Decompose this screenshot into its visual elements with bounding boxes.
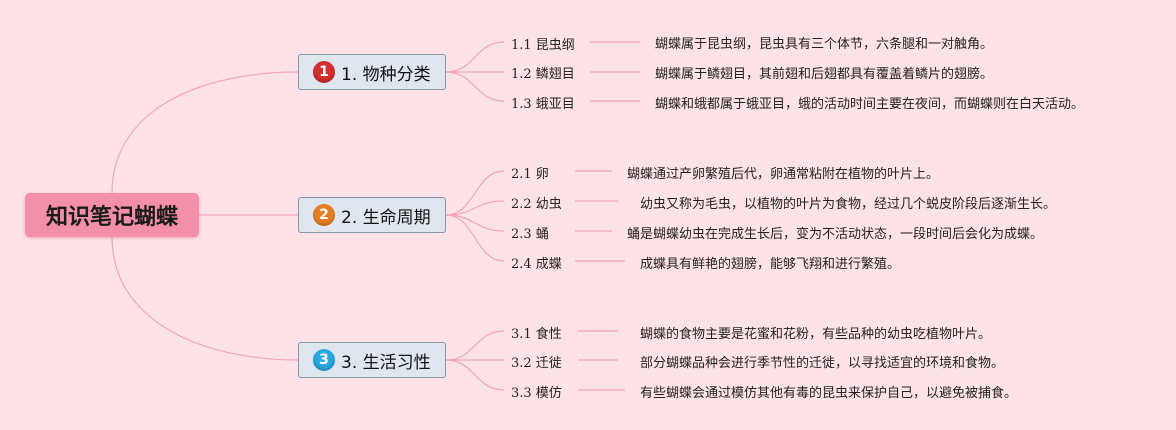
leaf-label[interactable]: 3.1 食性: [511, 327, 562, 342]
leaf-description[interactable]: 蝴蝶通过产卵繁殖后代，卵通常粘附在植物的叶片上。: [627, 167, 940, 182]
leaf-label[interactable]: 2.4 成蝶: [511, 257, 562, 272]
leaf-description[interactable]: 蛹是蝴蝶幼虫在完成生长后，变为不活动状态，一段时间后会化为成蝶。: [627, 227, 1044, 242]
root-node[interactable]: 知识笔记蝴蝶: [25, 193, 199, 237]
branch-node-lifecycle[interactable]: 2 2. 生命周期: [298, 197, 446, 233]
branch-node-classification[interactable]: 1 1. 物种分类: [298, 54, 446, 90]
leaf-label[interactable]: 1.3 蛾亚目: [511, 97, 575, 112]
branch-label: 3. 生活习性: [341, 352, 431, 373]
leaf-label[interactable]: 3.3 模仿: [511, 386, 562, 401]
branch-label: 1. 物种分类: [341, 64, 431, 85]
branch-label: 2. 生命周期: [341, 207, 431, 228]
leaf-label[interactable]: 2.1 卵: [511, 167, 549, 182]
root-title: 知识笔记蝴蝶: [45, 205, 178, 230]
branch-node-habits[interactable]: 3 3. 生活习性: [298, 342, 446, 378]
leaf-label[interactable]: 1.1 昆虫纲: [511, 38, 575, 53]
leaf-description[interactable]: 蝴蝶属于鳞翅目，其前翅和后翅都具有覆盖着鳞片的翅膀。: [655, 67, 994, 82]
leaf-description[interactable]: 蝴蝶的食物主要是花蜜和花粉，有些品种的幼虫吃植物叶片。: [640, 327, 992, 342]
priority-1-icon: 1: [313, 61, 335, 83]
leaf-label[interactable]: 2.3 蛹: [511, 227, 549, 242]
leaf-description[interactable]: 部分蝴蝶品种会进行季节性的迁徙，以寻找适宜的环境和食物。: [640, 356, 1005, 371]
leaf-description[interactable]: 成蝶具有鲜艳的翅膀，能够飞翔和进行繁殖。: [640, 257, 901, 272]
priority-2-icon: 2: [313, 204, 335, 226]
leaf-label[interactable]: 3.2 迁徙: [511, 356, 562, 371]
priority-3-icon: 3: [313, 349, 335, 371]
leaf-description[interactable]: 幼虫又称为毛虫，以植物的叶片为食物，经过几个蜕皮阶段后逐渐生长。: [640, 197, 1057, 212]
leaf-description[interactable]: 有些蝴蝶会通过模仿其他有毒的昆虫来保护自己，以避免被捕食。: [640, 386, 1018, 401]
leaf-label[interactable]: 1.2 鳞翅目: [511, 67, 575, 82]
leaf-description[interactable]: 蝴蝶属于昆虫纲，昆虫具有三个体节，六条腿和一对触角。: [655, 37, 994, 52]
leaf-description[interactable]: 蝴蝶和蛾都属于蛾亚目，蛾的活动时间主要在夜间，而蝴蝶则在白天活动。: [655, 97, 1085, 112]
leaf-label[interactable]: 2.2 幼虫: [511, 197, 562, 212]
